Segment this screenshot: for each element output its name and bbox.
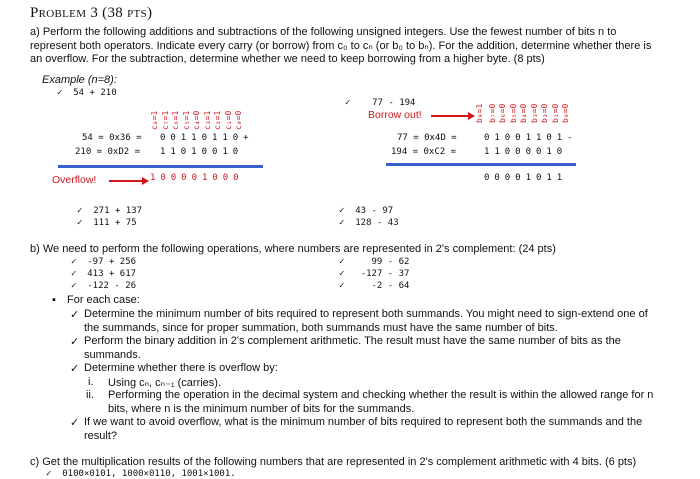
exercise-item: 413 + 617 <box>71 269 136 279</box>
problem-title: Problem 3 (38 pts) <box>30 5 153 21</box>
ex2-operation: 77 - 194 <box>345 98 415 108</box>
exercise-item: -97 + 256 <box>71 257 136 267</box>
borrow-arrow-icon <box>431 112 475 119</box>
check-icon <box>71 269 76 279</box>
borrow-label: b₆=0 <box>498 103 507 123</box>
check-icon <box>71 281 76 291</box>
example-label: Example (n=8): <box>42 74 117 86</box>
borrow-label: b₈=1 <box>475 103 484 123</box>
borrow-label: b₀=0 <box>561 103 570 123</box>
ex2-sum-line <box>386 163 576 166</box>
carry-label: c₅=1 <box>182 110 191 130</box>
carry-label: c₂=1 <box>213 110 222 130</box>
check-icon <box>77 206 82 216</box>
check-icon: ✓ <box>70 417 80 429</box>
exercise-item: 271 + 137 <box>77 206 142 216</box>
exercise-item: -122 - 26 <box>71 281 136 291</box>
check-icon: ✓ <box>70 363 80 375</box>
borrow-label: b₁=0 <box>551 103 560 123</box>
check-icon <box>339 206 344 216</box>
list-item: Perform the binary addition in 2's compl… <box>84 335 621 361</box>
list-item: Determine the minimum number of bits req… <box>84 308 648 334</box>
borrow-out-label: Borrow out! <box>368 109 422 121</box>
borrow-label: b₃=0 <box>530 103 539 123</box>
carry-label: c₄=0 <box>192 110 201 130</box>
exercise-item: 111 + 75 <box>77 218 137 228</box>
check-icon <box>339 281 344 291</box>
ex1-row2-lhs: 210 = 0xD2 = <box>75 147 141 157</box>
exercise-item: 43 - 97 <box>339 206 393 216</box>
ex1-operation: 54 + 210 <box>57 88 117 98</box>
check-icon <box>339 218 344 228</box>
carry-label: c₇=1 <box>161 110 170 130</box>
borrow-label: b₅=0 <box>509 103 518 123</box>
check-icon <box>57 88 62 98</box>
check-icon <box>46 469 51 479</box>
ex1-sum-line <box>58 165 263 168</box>
check-icon <box>339 269 344 279</box>
check-icon: ✓ <box>70 309 80 321</box>
borrow-label: b₇=0 <box>488 103 497 123</box>
check-icon: ✓ <box>70 336 80 348</box>
borrow-label: b₂=0 <box>540 103 549 123</box>
for-each-label: For each case: <box>67 294 140 306</box>
ex1-op: 54 + 210 <box>73 88 117 98</box>
exercise-item: 128 - 43 <box>339 218 399 228</box>
exercise-item: 99 - 62 <box>339 257 409 267</box>
carry-label: c₁=0 <box>224 110 233 130</box>
carry-label: c₆=1 <box>171 110 180 130</box>
ex1-row1-lhs: 54 = 0x36 = <box>82 133 142 143</box>
carry-label: c₃=1 <box>203 110 212 130</box>
overflow-arrow-icon <box>109 177 149 184</box>
sub-item: Performing the operation in the decimal … <box>108 389 654 415</box>
carry-label: c₈=1 <box>150 110 159 130</box>
exercise-item: 0100×0101, 1000×0110, 1001×1001. <box>46 469 236 479</box>
list-item: If we want to avoid overflow, what is th… <box>84 416 643 442</box>
part-a-instructions: a) Perform the following additions and s… <box>30 26 652 65</box>
ex2-row2-lhs: 194 = 0xC2 = <box>391 147 457 157</box>
part-c-instructions: c) Get the multiplication results of the… <box>30 456 637 468</box>
exercise-item: -127 - 37 <box>339 269 409 279</box>
borrow-label: b₄=0 <box>519 103 528 123</box>
ex2-row1-lhs: 77 = 0x4D = <box>397 133 457 143</box>
check-icon <box>77 218 82 228</box>
sub-item: Using cₙ, cₙ₋₁ (carries). <box>108 377 222 389</box>
list-item: Determine whether there is overflow by: <box>84 362 278 374</box>
sub-item-number: i. <box>88 376 94 388</box>
check-icon <box>71 257 76 267</box>
check-icon <box>345 98 350 108</box>
check-icon <box>339 257 344 267</box>
part-b-instructions: b) We need to perform the following oper… <box>30 243 556 255</box>
exercise-item: -2 - 64 <box>339 281 409 291</box>
sub-item-number: ii. <box>86 389 94 401</box>
ex2-op: 77 - 194 <box>372 98 416 108</box>
carry-label: c₀=0 <box>234 110 243 130</box>
overflow-label: Overflow! <box>52 174 97 186</box>
bullet-icon: ▪ <box>52 294 56 306</box>
